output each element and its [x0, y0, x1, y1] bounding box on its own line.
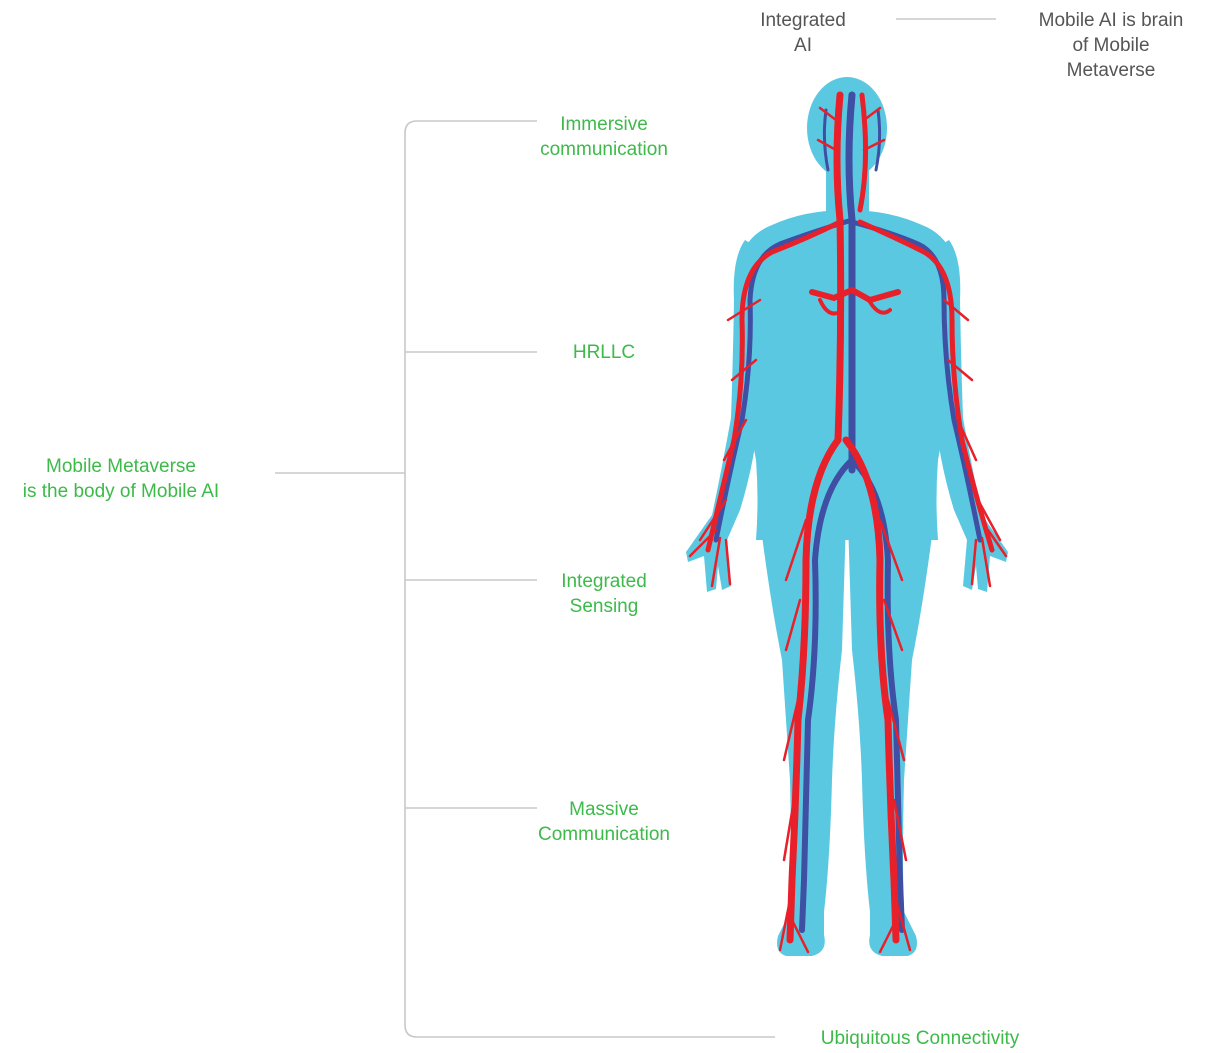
- integrated-ai-line-2: AI: [743, 33, 863, 58]
- sensing-line-1: Integrated: [529, 569, 679, 594]
- massive-line-2: Communication: [519, 822, 689, 847]
- mobile-metaverse-body-note: Mobile Metaverse is the body of Mobile A…: [0, 454, 242, 504]
- integrated-sensing-label: Integrated Sensing: [529, 569, 679, 619]
- ubiquitous-connectivity-label: Ubiquitous Connectivity: [790, 1026, 1050, 1051]
- immersive-communication-label: Immersive communication: [524, 112, 684, 162]
- brain-note-line-1: Mobile AI is brain: [1020, 8, 1202, 33]
- mobile-ai-brain-note: Mobile AI is brain of Mobile Metaverse: [1020, 8, 1202, 83]
- massive-line-1: Massive: [519, 797, 689, 822]
- human-circulatory-system-icon: [686, 77, 1008, 956]
- massive-communication-label: Massive Communication: [519, 797, 689, 847]
- ubiquitous-line-1: Ubiquitous Connectivity: [790, 1026, 1050, 1051]
- body-note-line-1: Mobile Metaverse: [0, 454, 242, 479]
- immersive-line-2: communication: [524, 137, 684, 162]
- brain-note-line-2: of Mobile: [1020, 33, 1202, 58]
- integrated-ai-label: Integrated AI: [743, 8, 863, 58]
- brain-note-line-3: Metaverse: [1020, 58, 1202, 83]
- hrllc-label: HRLLC: [544, 340, 664, 365]
- hrllc-line-1: HRLLC: [544, 340, 664, 365]
- body-note-line-2: is the body of Mobile AI: [0, 479, 242, 504]
- integrated-ai-line-1: Integrated: [743, 8, 863, 33]
- sensing-line-2: Sensing: [529, 594, 679, 619]
- immersive-line-1: Immersive: [524, 112, 684, 137]
